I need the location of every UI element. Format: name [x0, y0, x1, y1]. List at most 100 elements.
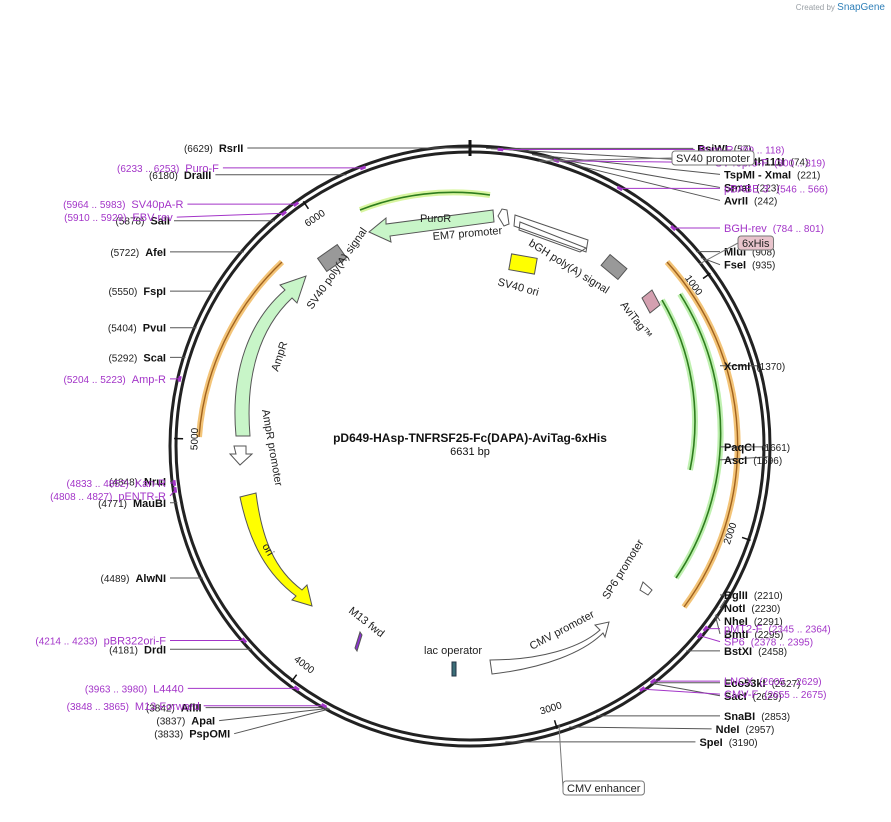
enzyme-pspomi-leader: [234, 708, 330, 735]
enzyme-pvui-name: PvuI: [143, 323, 166, 335]
enzyme-drdi-position: (4181): [109, 645, 138, 656]
primer-pbr322ori-f-mark: [241, 637, 248, 644]
tick-4000: [290, 674, 298, 683]
callout-6xhis-leader: [699, 242, 739, 265]
primer-sv40pa-r-position: (5964 .. 5983): [63, 200, 125, 211]
feature-ampr-label: AmpR: [269, 340, 290, 373]
enzyme-drdi-name: DrdI: [144, 644, 166, 656]
primer-m13-forward-name: M13 Forward: [135, 701, 200, 713]
enzyme-apai-name: ApaI: [191, 716, 215, 728]
feature-arc-4: [358, 189, 491, 213]
enzyme-draiii-position: (6180): [149, 171, 178, 182]
enzyme-rsrii-position: (6629): [184, 144, 213, 155]
primer-l4440-mark: [293, 685, 300, 692]
feature-lac-operator-label: lac operator: [424, 645, 482, 657]
primer-puro-f-position: (6233 .. 6253): [117, 164, 179, 175]
enzyme-fsei-position: (935): [752, 261, 775, 272]
enzyme-alwni-position: (4489): [101, 574, 130, 585]
feature-sv40-ori-shape: [508, 253, 538, 275]
enzyme-apai-leader: [219, 707, 329, 722]
enzyme-fspi-name: FspI: [143, 286, 166, 298]
primer-pentr-r-mark: [173, 486, 178, 493]
enzyme-aflii-name: AflII: [181, 703, 202, 715]
feature-arc-2-core: [675, 293, 722, 579]
enzyme-noti-name: NotI: [724, 603, 745, 615]
feature-arc-5-core: [198, 261, 283, 438]
tick-1000: [702, 272, 711, 280]
primer-sp6-leader: [699, 635, 721, 643]
callout-sv40-promoter-box: [671, 150, 755, 166]
primer-cmv-f-mark: [639, 686, 646, 693]
enzyme-bmti-leader: [714, 615, 721, 635]
tick-label-6000: 6000: [303, 208, 328, 230]
callout-sv40-promoter-leader: [538, 157, 673, 162]
enzyme-avrii-leader: [537, 155, 721, 201]
primer-bgh-rev-mark: [670, 225, 677, 232]
enzyme-ndei-position: (2957): [745, 725, 774, 736]
enzyme-snabi-name: SnaBI: [724, 711, 755, 723]
primer-sp6-position: (2378 .. 2395): [751, 638, 813, 649]
enzyme-tspmi-xmai-position: (221): [797, 170, 820, 181]
enzyme-bstxi-name: BstXI: [724, 646, 752, 658]
primer-lncx-name: LNCX: [724, 676, 754, 688]
feature-ori-label: ori: [259, 542, 276, 559]
tick-2000: [741, 536, 751, 542]
feature-lac-operator-shape: [451, 661, 457, 677]
enzyme-bglii-position: (2210): [754, 591, 783, 602]
enzyme-nhei-leader: [715, 614, 721, 622]
enzyme-nhei-name: NheI: [724, 616, 748, 628]
primer-lncx-position: (2605 .. 2629): [759, 677, 821, 688]
feature-arc-1-outer-core: [666, 261, 739, 608]
primer-cmv-f-name: CMV-F: [724, 689, 759, 701]
enzyme-sali-position: (5878): [116, 217, 145, 228]
enzyme-asci-position: (1696): [753, 456, 782, 467]
primer-pbabe-3-name: pBABE 3': [724, 183, 771, 195]
primer-sp6-mark: [696, 632, 703, 639]
feature-sv40-ori-label: SV40 ori: [496, 276, 540, 299]
enzyme-pspomi-position: (3833): [154, 730, 183, 741]
enzyme-ndei-leader: [569, 726, 712, 730]
feature-sv40-polya-label: SV40 poly(A) signal: [305, 226, 370, 312]
primer-amp-r-name: Amp-R: [132, 374, 166, 386]
enzyme-spei-position: (3190): [729, 738, 758, 749]
enzyme-saci-name: SacI: [724, 691, 747, 703]
enzyme-eco53ki-position: (2627): [772, 679, 801, 690]
callout-6xhis-box: [737, 235, 775, 251]
enzyme-afei-name: AfeI: [145, 247, 166, 259]
callout-6xhis-label: 6xHis: [742, 238, 770, 250]
primer-kan-r-name: Kan-R: [135, 478, 166, 490]
feature-ampr-shape: [234, 275, 307, 437]
enzyme-aflii-position: (3842): [146, 704, 175, 715]
primer-bgh-rev-position: (784 .. 801): [773, 224, 824, 235]
primer-sp6-name: SP6: [724, 637, 745, 649]
primer-amp-r-mark: [177, 375, 182, 382]
enzyme-noti-position: (2230): [751, 604, 780, 615]
enzyme-fsei-leader: [700, 257, 721, 266]
enzyme-ndei-name: NdeI: [716, 724, 740, 736]
enzyme-sali-name: SalI: [150, 216, 170, 228]
feature-bgh-shape: [513, 214, 589, 253]
plasmid-name: pD649-HAsp-TNFRSF25-Fc(DAPA)-AviTag-6xHi…: [333, 431, 607, 445]
enzyme-afei-position: (5722): [110, 248, 139, 259]
enzyme-draiii-name: DraIII: [184, 170, 212, 182]
enzyme-asci-name: AscI: [724, 455, 747, 467]
primer-m13-forward-mark: [320, 703, 328, 709]
primer-cmv-f-position: (2655 .. 2675): [764, 690, 826, 701]
callout-sv40-promoter-label: SV40 promoter: [676, 153, 750, 165]
primer-pbabe-3-position: (546 .. 566): [777, 184, 828, 195]
primer-cmv-f-leader: [642, 688, 721, 695]
enzyme-fsei-name: FseI: [724, 260, 746, 272]
feature-m13-fwd-label: M13 fwd: [346, 605, 386, 640]
feature-puror-shape: [368, 209, 495, 243]
credit-prefix: Created by: [795, 3, 835, 12]
enzyme-rsrii-name: RsrII: [219, 143, 243, 155]
primer-amp-r-position: (5204 .. 5223): [64, 375, 126, 386]
enzyme-avrii-position: (242): [754, 196, 777, 207]
primer-pentr-r-position: (4808 .. 4827): [50, 492, 112, 503]
enzyme-xcmi-position: (1370): [756, 362, 785, 373]
feature-cmv-promoter-shape: [489, 621, 610, 675]
feature-arc-4-core: [359, 191, 491, 211]
primer-kan-r-position: (4833 .. 4852): [67, 479, 129, 490]
